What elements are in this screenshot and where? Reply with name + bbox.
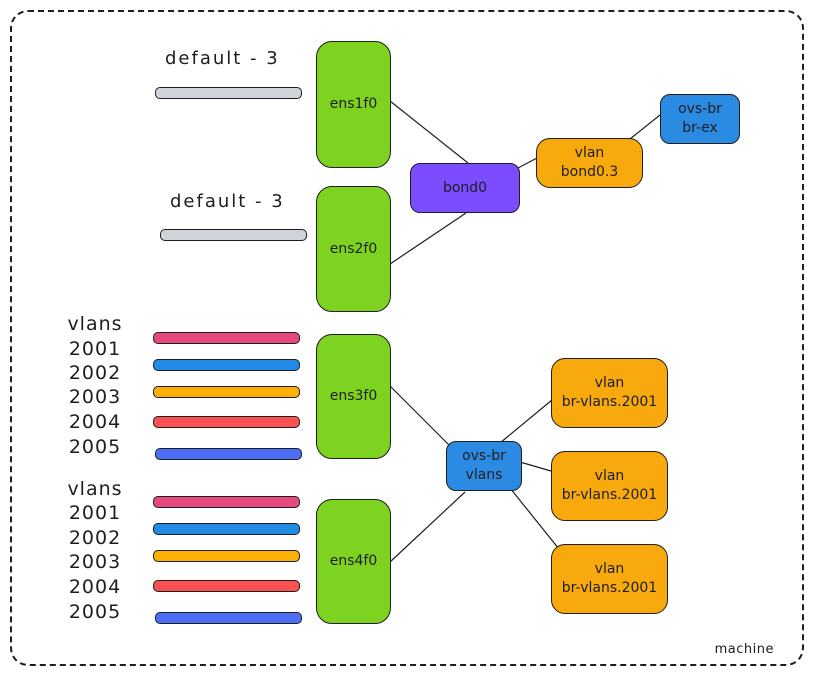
group1-title: default - 3 xyxy=(165,48,280,69)
vlan-id-label: 2004 xyxy=(68,411,122,433)
vlan-id-label: 2001 xyxy=(68,502,122,524)
vlan-bar-2004 xyxy=(153,416,300,428)
default-bar-1 xyxy=(155,87,302,99)
vlan-id-label: 2005 xyxy=(68,601,122,623)
nic-ens3f0: ens3f0 xyxy=(316,334,391,459)
group2-title: default - 3 xyxy=(170,191,285,212)
vlan-bar-2001 xyxy=(153,496,300,508)
vlan-id-label: 2005 xyxy=(68,436,122,458)
vlan-id-label: 2003 xyxy=(68,386,122,408)
link-ovsvlans-vlan-a xyxy=(499,399,553,444)
link-ens2f0-bond0 xyxy=(389,212,467,265)
bond0-node: bond0 xyxy=(410,163,520,213)
vlan-id-label: 2001 xyxy=(68,338,122,360)
link-vlan-ovsbrex xyxy=(629,114,661,140)
vlan-bar-2002 xyxy=(153,523,300,535)
vlan-br-vlans-node-c: vlan br-vlans.2001 xyxy=(551,544,668,614)
vlan-bond0.3-node: vlan bond0.3 xyxy=(536,138,643,188)
link-ovsvlans-vlan-c xyxy=(509,487,560,550)
machine-label: machine xyxy=(714,642,774,657)
link-bond0-vlan xyxy=(517,157,538,169)
group4-title: vlans xyxy=(67,478,123,500)
vlan-bar-2001 xyxy=(153,332,300,344)
vlan-id-label: 2002 xyxy=(68,362,122,384)
link-ens3f0-ovsvlans xyxy=(389,385,453,449)
link-ens4f0-ovsvlans xyxy=(389,491,466,563)
ovs-br-ex-node: ovs-br br-ex xyxy=(660,94,740,144)
vlan-bar-2003 xyxy=(153,386,300,398)
machine-boundary xyxy=(10,10,804,666)
ovs-br-vlans-node: ovs-br vlans xyxy=(446,441,522,491)
vlan-id-label: 2004 xyxy=(68,576,122,598)
vlan-bar-2002 xyxy=(153,359,300,371)
nic-ens1f0: ens1f0 xyxy=(316,41,391,168)
vlan-bar-2005 xyxy=(155,612,302,624)
vlan-br-vlans-node-b: vlan br-vlans.2001 xyxy=(551,451,668,521)
group3-title: vlans xyxy=(67,313,123,335)
vlan-bar-2004 xyxy=(153,580,300,592)
link-ovsvlans-vlan-b xyxy=(519,461,552,472)
vlan-br-vlans-node-a: vlan br-vlans.2001 xyxy=(551,358,668,428)
vlan-id-label: 2002 xyxy=(68,527,122,549)
nic-ens2f0: ens2f0 xyxy=(316,186,391,312)
link-ens1f0-bond0 xyxy=(389,100,469,164)
vlan-bar-2003 xyxy=(153,550,300,562)
nic-ens4f0: ens4f0 xyxy=(316,499,391,624)
default-bar-2 xyxy=(160,229,307,241)
vlan-id-label: 2003 xyxy=(68,551,122,573)
vlan-bar-2005 xyxy=(155,448,302,460)
